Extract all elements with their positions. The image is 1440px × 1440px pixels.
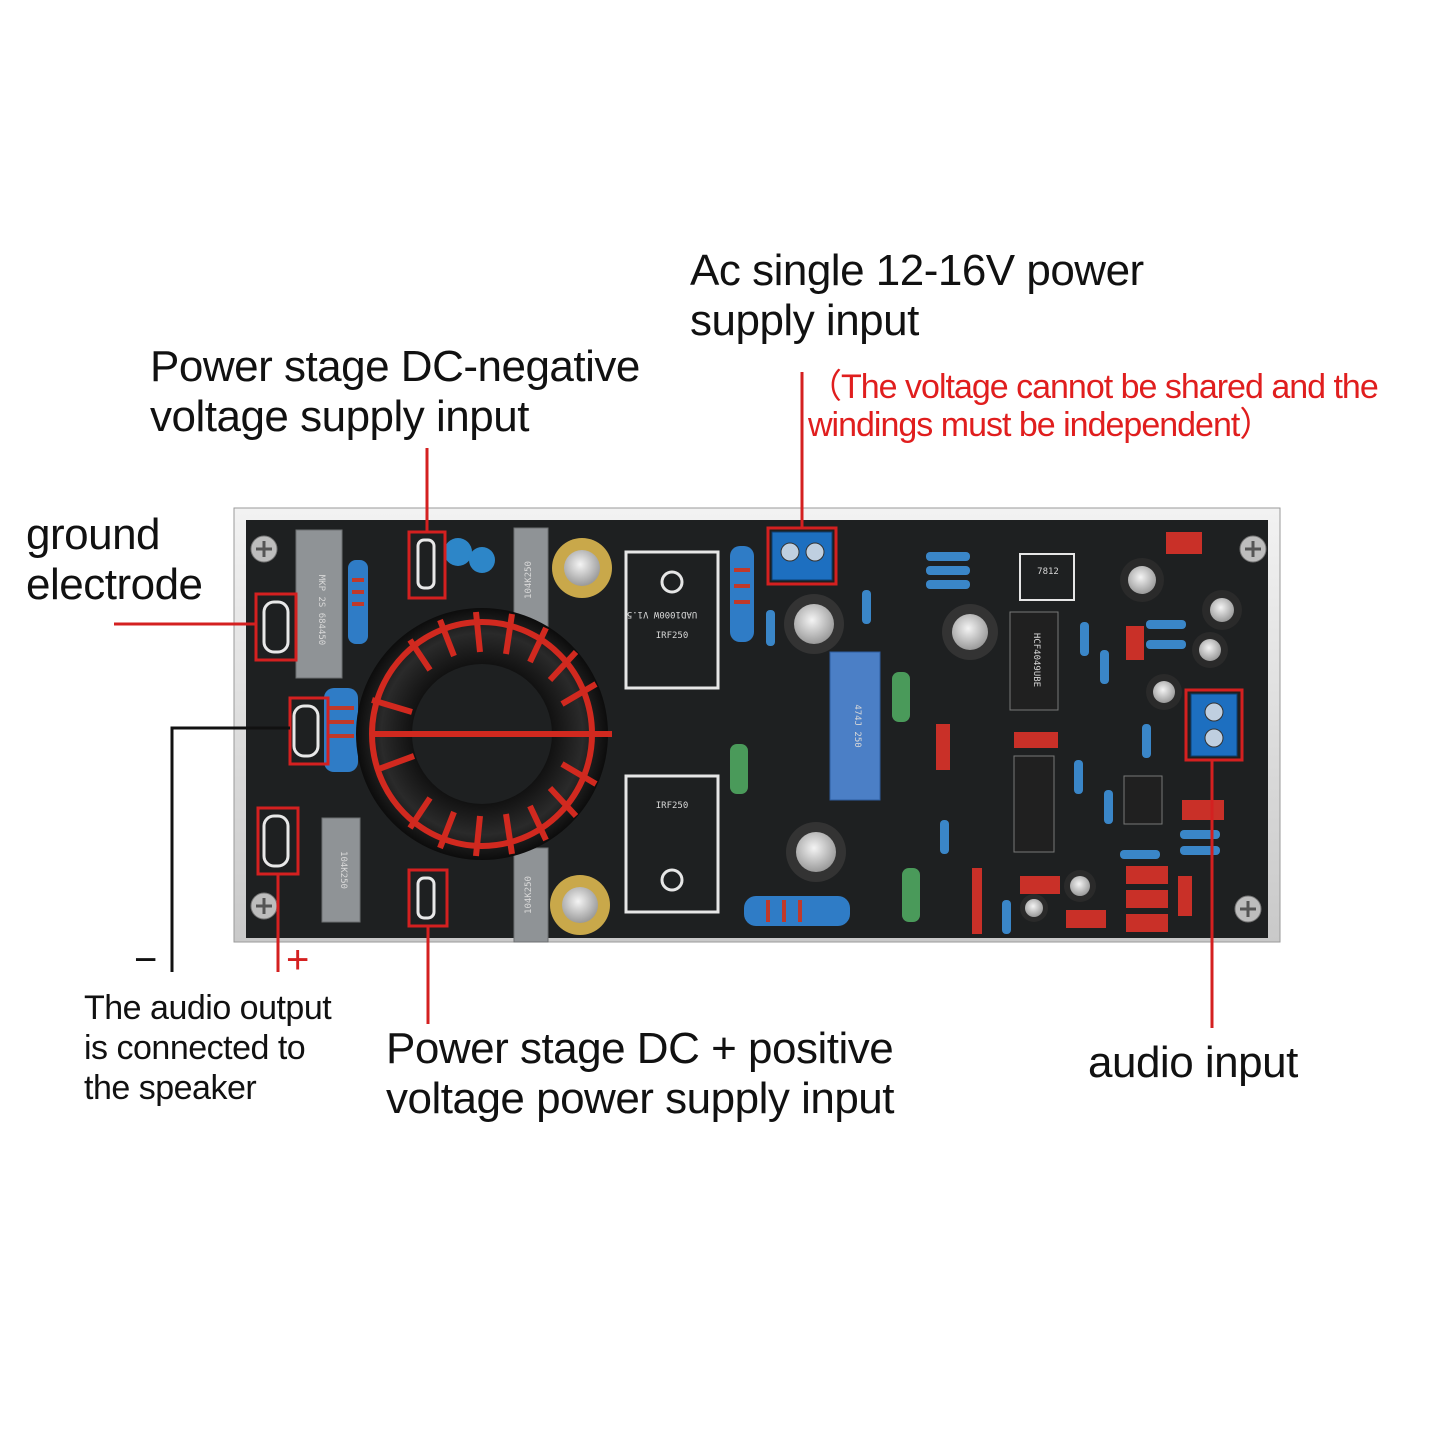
small-resistor (766, 552, 1220, 934)
ac-note-line1: （The voltage cannot be shared and the (808, 368, 1379, 406)
ground-line2: electrode (26, 560, 203, 609)
dc-negative-line1: Power stage DC-negative (150, 342, 640, 391)
speaker-line2: is connected to (84, 1029, 306, 1067)
green-resistor (730, 672, 920, 922)
svg-text:UAD1000W V1.5: UAD1000W V1.5 (627, 609, 697, 619)
red-capacitor (936, 532, 1224, 934)
dc-positive-line2: voltage power supply input (386, 1074, 895, 1123)
svg-text:7812: 7812 (1037, 567, 1059, 577)
screw-terminal (771, 531, 1238, 757)
svg-text:104K250: 104K250 (524, 561, 534, 599)
svg-text:104K250: 104K250 (338, 851, 348, 889)
dc-negative-label: Power stage DC-negative voltage supply i… (150, 342, 640, 442)
minus-sign: − (134, 938, 158, 982)
power-resistor (324, 546, 850, 926)
ac-supply-line1: Ac single 12-16V power (690, 246, 1144, 295)
svg-text:104K250: 104K250 (524, 876, 534, 914)
svg-text:MKP 2S 684450: MKP 2S 684450 (316, 575, 326, 645)
speaker-line1: The audio output (84, 989, 332, 1027)
toroid-inductor (356, 608, 612, 860)
mounting-screw (250, 535, 1267, 923)
regulator-outline (1019, 553, 1075, 601)
ground-electrode-label: ground electrode (26, 510, 203, 610)
ic-chip (1009, 611, 1163, 853)
speaker-line3: the speaker (84, 1069, 257, 1107)
callout-line-speaker-minus (170, 726, 290, 972)
ac-supply-line2: supply input (690, 296, 919, 345)
ac-supply-label: Ac single 12-16V power supply input (690, 246, 1144, 346)
callout-lines (114, 372, 1244, 1028)
ac-supply-note: （The voltage cannot be shared and the wi… (808, 368, 1379, 444)
dc-positive-line1: Power stage DC + positive (386, 1024, 894, 1073)
callout-box-speaker-minus (288, 696, 330, 766)
svg-text:IRF250: IRF250 (656, 631, 689, 641)
ground-line1: ground (26, 510, 161, 559)
ceramic-capacitor (444, 538, 495, 573)
plus-sign: + (286, 938, 310, 982)
audio-input-label: audio input (1088, 1038, 1298, 1087)
film-capacitor: MKP 2S 684450 104K250 104K250 104K250 (295, 527, 549, 943)
callout-box-ground (254, 592, 298, 662)
svg-text:HCF4049UBE: HCF4049UBE (1031, 633, 1041, 687)
mosfet-footprint (624, 550, 720, 914)
speaker-output-label: The audio output is connected to the spe… (84, 988, 332, 1108)
box-capacitor: 474J 250 (829, 651, 881, 801)
electrolytic-capacitor (550, 538, 1242, 935)
callout-box-audio-input (1184, 688, 1244, 762)
svg-text:474J 250: 474J 250 (852, 704, 862, 747)
dc-positive-label: Power stage DC + positive voltage power … (386, 1024, 895, 1124)
dc-negative-line2: voltage supply input (150, 392, 529, 441)
ac-note-line2: windings must be independent） (808, 406, 1273, 444)
svg-text:IRF250: IRF250 (656, 801, 689, 811)
pcb-terminal-pad (262, 538, 436, 920)
